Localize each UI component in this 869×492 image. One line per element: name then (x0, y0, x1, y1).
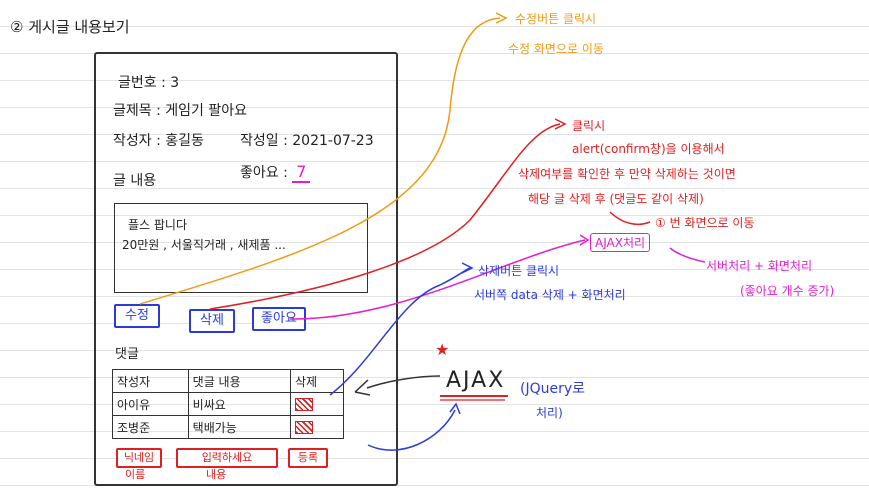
comments-heading: 댓글 (115, 347, 139, 362)
comment-author-input[interactable]: 닉네임 (116, 448, 162, 468)
delete-note-line1: 클릭시 (572, 119, 606, 133)
table-row: 조병준 택배가능 (112, 415, 344, 439)
post-content-box (114, 203, 368, 293)
section-title: ② 게시글 내용보기 (10, 18, 130, 36)
table-row: 아이유 비싸요 (112, 392, 344, 416)
comment-delete-button[interactable] (295, 398, 313, 411)
comment-delete-note-line2: 서버쪽 data 삭제 + 화면처리 (474, 288, 626, 302)
likes-label: 좋아요 : (240, 165, 293, 181)
post-author: 작성자 : 홍길동 (113, 133, 204, 149)
post-content-line2: 20만원 , 서울직거래 , 새제품 ... (122, 238, 286, 252)
comment-delete-cell (290, 392, 344, 416)
edit-note-line1: 수정버튼 클릭시 (515, 12, 597, 26)
delete-note-line4: 해당 글 삭제 후 (댓글도 같이 삭제) (528, 192, 704, 206)
col-delete: 삭제 (290, 369, 344, 393)
like-note-line2: (좋아요 개수 증가) (740, 284, 835, 298)
post-content-line1: 플스 팝니다 (128, 218, 188, 232)
delete-note-line5: ① 번 화면으로 이동 (655, 216, 755, 230)
comment-author-input-caption: 이름 (125, 468, 146, 481)
edit-button[interactable]: 수정 (114, 304, 160, 328)
like-note-line1: 서버처리 + 화면처리 (706, 259, 813, 273)
comment-text-input[interactable]: 입력하세요 (176, 448, 278, 468)
delete-note-line2: alert(confirm창)을 이용해서 (572, 142, 725, 156)
comment-text-input-caption: 내용 (206, 468, 227, 481)
edit-note-line2: 수정 화면으로 이동 (508, 42, 604, 56)
ajax-process-label: 처리) (536, 406, 563, 420)
ajax-star: ★ (435, 340, 450, 359)
comments-header-row: 작성자 댓글 내용 삭제 (112, 369, 344, 393)
delete-button[interactable]: 삭제 (189, 309, 235, 333)
post-likes: 좋아요 : 7 (240, 162, 311, 183)
comments-table: 작성자 댓글 내용 삭제 아이유 비싸요 조병준 택배가능 (112, 369, 344, 439)
likes-count: 7 (292, 162, 311, 183)
comment-delete-note-line1: 삭제버튼 클릭시 (478, 264, 560, 278)
delete-note-line3: 삭제여부를 확인한 후 만약 삭제하는 것이면 (518, 167, 736, 181)
post-detail-panel (94, 52, 398, 486)
comment-delete-cell (290, 415, 344, 439)
comment-author: 조병준 (112, 415, 189, 439)
ajax-jquery-label: (JQuery로 (520, 381, 586, 397)
post-date: 작성일 : 2021-07-23 (240, 133, 374, 149)
post-content-label: 글 내용 (113, 173, 157, 189)
post-number: 글번호 : 3 (118, 75, 180, 91)
comment-delete-button[interactable] (295, 421, 313, 434)
post-title: 글제목 : 게임기 팔아요 (113, 103, 247, 119)
comment-submit-button[interactable]: 등록 (288, 448, 328, 468)
comment-text: 택배가능 (187, 415, 292, 439)
like-ajax-label: AJAX처리 (590, 233, 651, 252)
col-author: 작성자 (112, 369, 189, 393)
ajax-main-label: AJAX (446, 368, 506, 393)
